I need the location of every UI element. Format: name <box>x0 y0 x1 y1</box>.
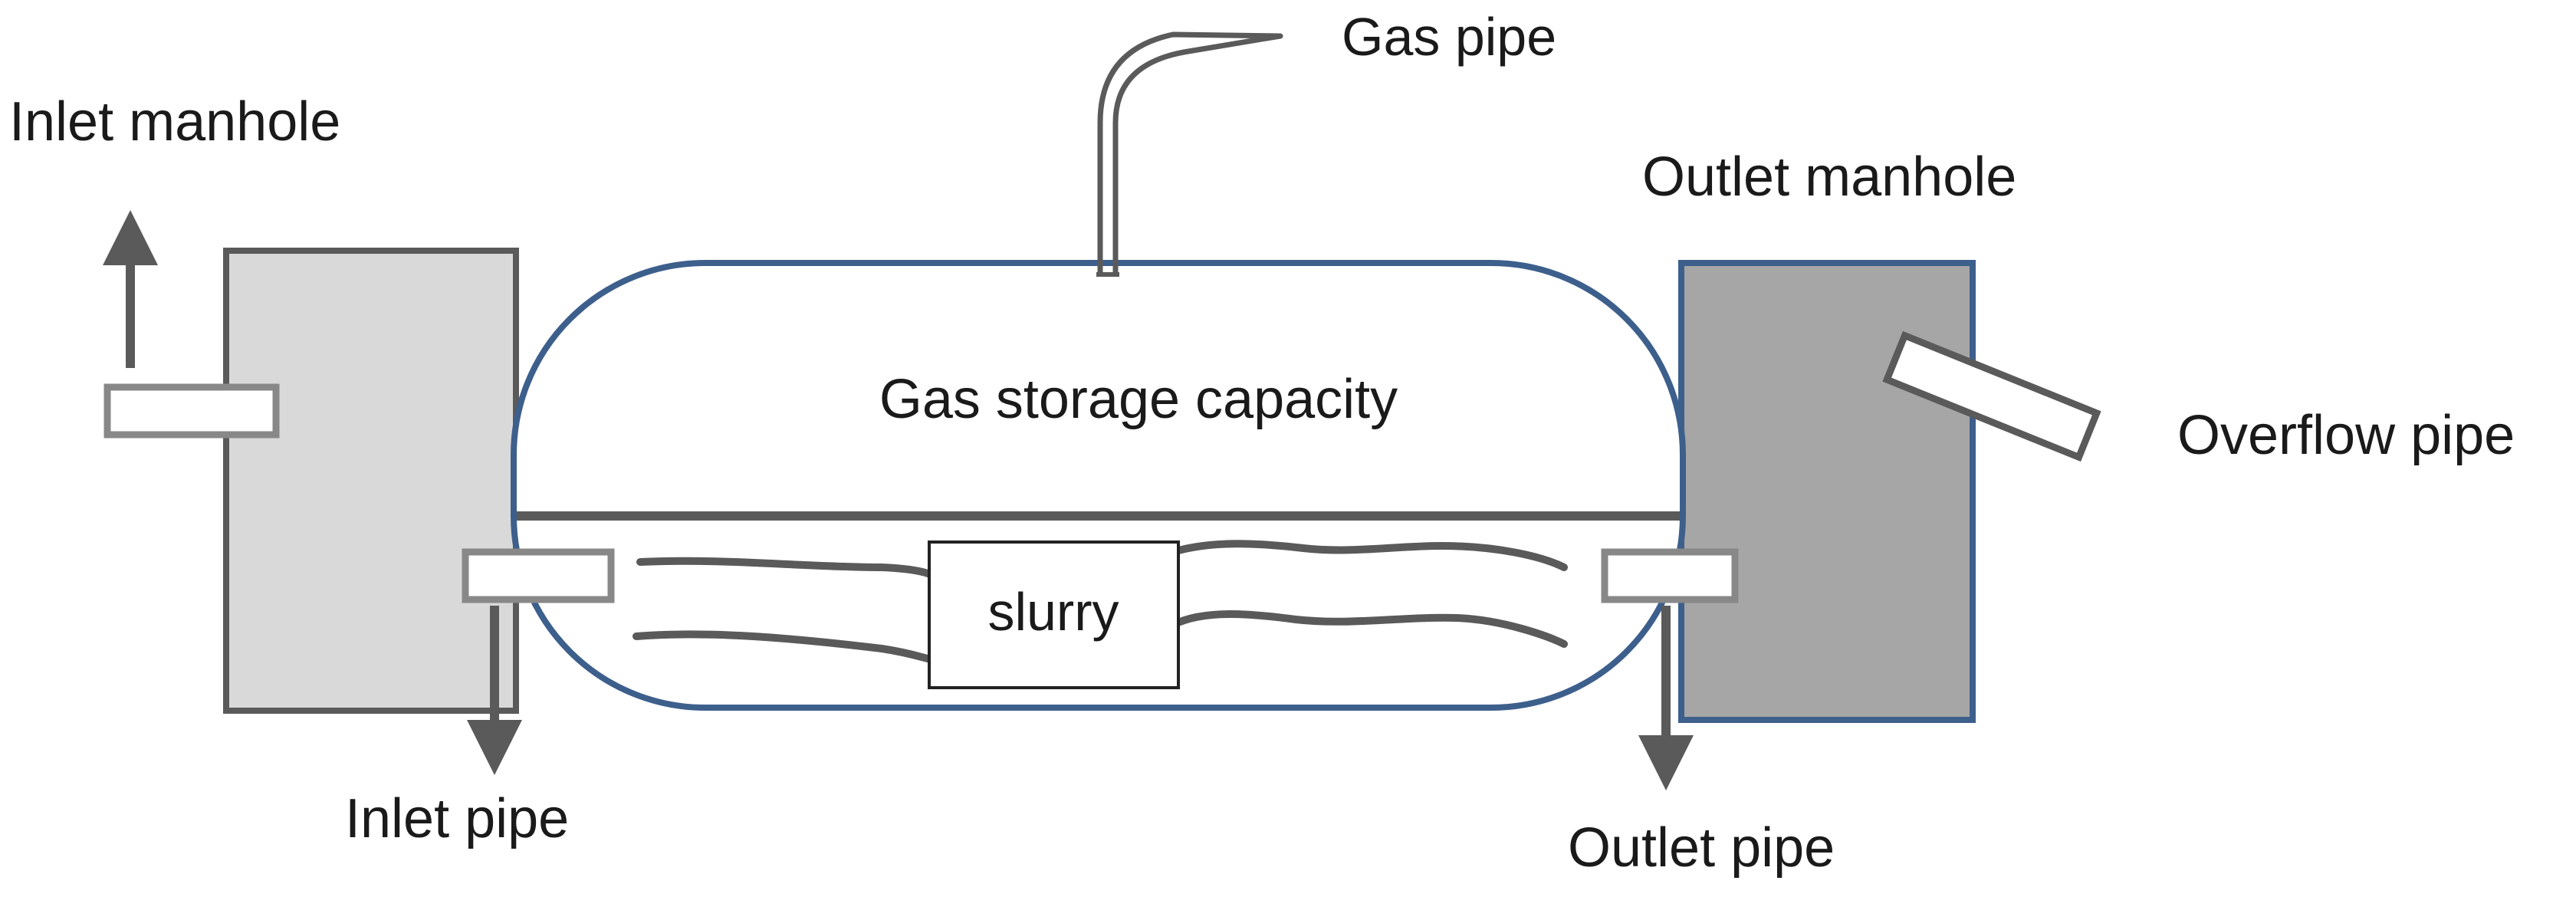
outlet-pipe-label: Outlet pipe <box>1568 817 1835 879</box>
outlet-manhole-box <box>1678 260 1976 723</box>
gas-pipe <box>1096 31 1283 277</box>
slurry-label: slurry <box>987 582 1119 642</box>
gas-storage-label: Gas storage capacity <box>879 369 1398 430</box>
overflow-pipe <box>1882 330 2101 462</box>
inlet-manhole-box <box>223 248 519 714</box>
outlet-pipe <box>1601 548 1739 603</box>
overflow-pipe-label: Overflow pipe <box>2177 405 2515 466</box>
outlet-manhole-label: Outlet manhole <box>1642 146 2016 208</box>
slurry-waves <box>632 540 1568 663</box>
inlet-pipe <box>462 548 615 603</box>
slurry-label-box <box>928 540 1180 689</box>
inlet-manhole-label: Inlet manhole <box>9 91 340 153</box>
inlet-pipe-label: Inlet pipe <box>345 788 569 849</box>
inlet-manhole-pipe <box>104 383 280 439</box>
digester-tank-outline <box>511 260 1686 711</box>
gas-pipe-label: Gas pipe <box>1342 7 1556 67</box>
